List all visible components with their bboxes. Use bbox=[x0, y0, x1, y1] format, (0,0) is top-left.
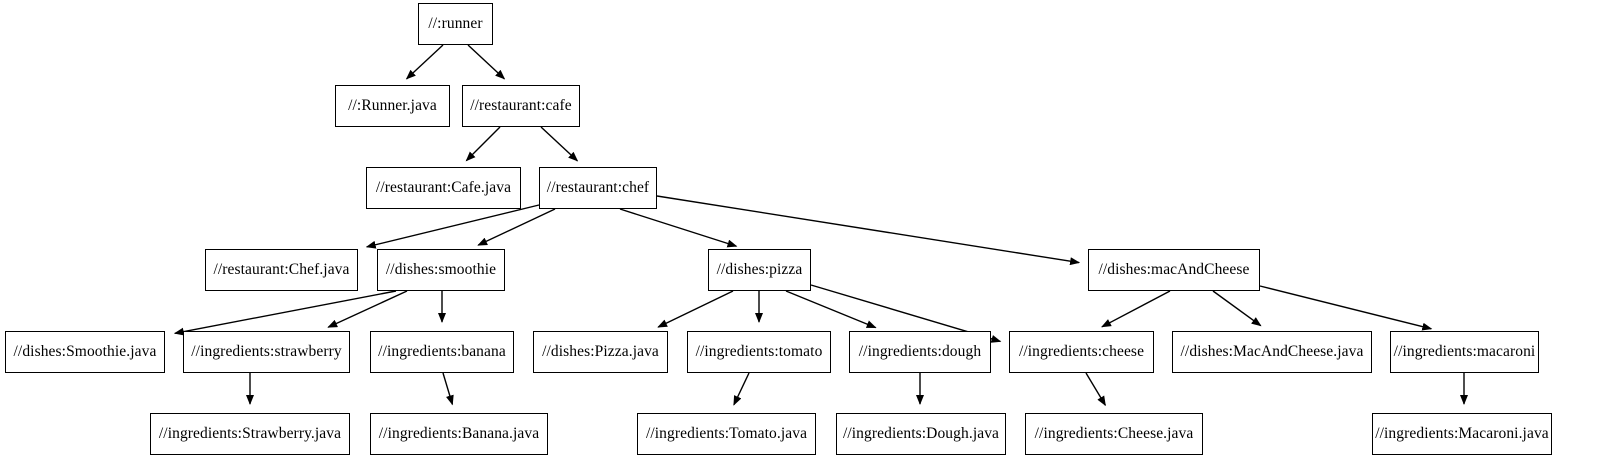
graph-node-label: //ingredients:Macaroni.java bbox=[1375, 425, 1549, 443]
graph-node-chef_java[interactable]: //restaurant:Chef.java bbox=[205, 249, 358, 291]
graph-node-label: //ingredients:strawberry bbox=[191, 343, 342, 361]
graph-node-macandcheese[interactable]: //dishes:macAndCheese bbox=[1088, 249, 1260, 291]
graph-node-pizza[interactable]: //dishes:pizza bbox=[708, 249, 811, 291]
graph-node-label: //ingredients:Cheese.java bbox=[1034, 425, 1194, 443]
graph-node-strawberry_java[interactable]: //ingredients:Strawberry.java bbox=[150, 413, 350, 455]
graph-node-cheese_java[interactable]: //ingredients:Cheese.java bbox=[1025, 413, 1203, 455]
graph-node-label: //ingredients:banana bbox=[378, 343, 506, 361]
graph-node-tomato_java[interactable]: //ingredients:Tomato.java bbox=[637, 413, 816, 455]
graph-node-label: //dishes:Smoothie.java bbox=[13, 343, 157, 361]
graph-node-smoothie[interactable]: //dishes:smoothie bbox=[377, 249, 505, 291]
graph-node-label: //ingredients:Banana.java bbox=[378, 425, 540, 443]
graph-node-dough_java[interactable]: //ingredients:Dough.java bbox=[836, 413, 1006, 455]
graph-node-runner_java[interactable]: //:Runner.java bbox=[335, 85, 450, 127]
graph-node-macaroni_java[interactable]: //ingredients:Macaroni.java bbox=[1372, 413, 1552, 455]
graph-node-label: //dishes:smoothie bbox=[385, 261, 497, 279]
graph-node-runner[interactable]: //:runner bbox=[418, 3, 493, 45]
graph-node-label: //ingredients:Strawberry.java bbox=[158, 425, 342, 443]
graph-node-dough[interactable]: //ingredients:dough bbox=[849, 331, 991, 373]
graph-node-tomato[interactable]: //ingredients:tomato bbox=[687, 331, 831, 373]
graph-node-label: //dishes:Pizza.java bbox=[542, 343, 659, 361]
graph-node-banana[interactable]: //ingredients:banana bbox=[370, 331, 514, 373]
graph-node-label: //ingredients:tomato bbox=[695, 343, 823, 361]
graph-node-label: //dishes:MacAndCheese.java bbox=[1180, 343, 1364, 361]
graph-node-smoothie_java[interactable]: //dishes:Smoothie.java bbox=[5, 331, 165, 373]
graph-node-pizza_java[interactable]: //dishes:Pizza.java bbox=[533, 331, 668, 373]
graph-node-label: //ingredients:Dough.java bbox=[842, 425, 1000, 443]
graph-node-label: //ingredients:dough bbox=[858, 343, 982, 361]
graph-node-cheese[interactable]: //ingredients:cheese bbox=[1009, 331, 1154, 373]
graph-node-restaurant_chef[interactable]: //restaurant:chef bbox=[539, 167, 657, 209]
graph-node-label: //restaurant:cafe bbox=[470, 97, 572, 115]
graph-node-label: //:runner bbox=[428, 15, 483, 33]
graph-node-strawberry[interactable]: //ingredients:strawberry bbox=[183, 331, 350, 373]
graph-node-cafe_java[interactable]: //restaurant:Cafe.java bbox=[366, 167, 521, 209]
graph-node-restaurant_cafe[interactable]: //restaurant:cafe bbox=[462, 85, 580, 127]
graph-node-macandcheese_java[interactable]: //dishes:MacAndCheese.java bbox=[1172, 331, 1372, 373]
graph-node-label: //dishes:macAndCheese bbox=[1098, 261, 1250, 279]
graph-node-label: //restaurant:Chef.java bbox=[213, 261, 350, 279]
graph-node-label: //dishes:pizza bbox=[716, 261, 803, 279]
graph-node-label: //restaurant:chef bbox=[546, 179, 650, 197]
graph-node-label: //:Runner.java bbox=[348, 97, 437, 115]
graph-node-label: //ingredients:macaroni bbox=[1393, 343, 1536, 361]
graph-node-label: //restaurant:Cafe.java bbox=[375, 179, 512, 197]
graph-node-label: //ingredients:Tomato.java bbox=[645, 425, 808, 443]
graph-node-macaroni[interactable]: //ingredients:macaroni bbox=[1390, 331, 1539, 373]
graph-node-banana_java[interactable]: //ingredients:Banana.java bbox=[370, 413, 548, 455]
graph-node-label: //ingredients:cheese bbox=[1018, 343, 1145, 361]
